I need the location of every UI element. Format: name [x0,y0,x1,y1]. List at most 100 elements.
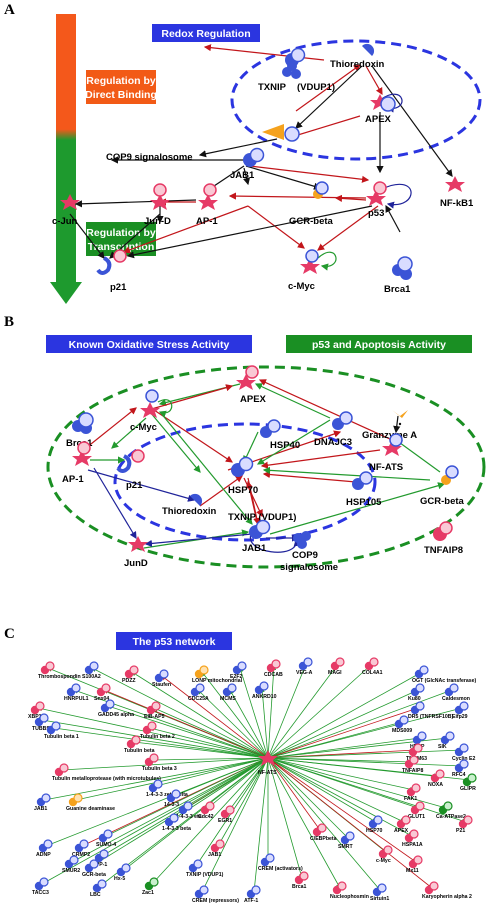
c-node: SMRT [338,831,355,850]
c-node-label: Zac1 [142,890,154,896]
c-edge-17 [267,689,453,759]
label-jab1: JAB1 [230,170,255,181]
c-node-label: XBP1 [28,714,42,720]
c-node: 1-4-3-3 zeta/delta [146,779,188,798]
c-node-ring [101,683,111,693]
c-node-label: LONP mitochondrial [192,678,243,684]
c-node-label: GLIPR [460,786,476,792]
c-node-label: GCR-beta [82,872,106,878]
c-node-label: VEG-A [296,670,313,676]
c-node-ring [415,701,425,711]
c-edge-4 [201,671,269,759]
c-edge-3 [161,675,269,759]
c-node-ring [377,883,387,893]
c-node-label: GADD45 alpha [98,712,134,718]
b-label-granzyme: Granzyme A [362,430,417,441]
c-node: OGT (GlcNAc transferase) [412,665,477,684]
c-node-ring [97,879,107,889]
apoptosis-ellipse [46,365,486,569]
c-node: 1-4-3-3 beta [162,813,191,832]
c-node-ring [317,823,327,833]
box-direct-line1: Regulation by [86,75,156,87]
c-node: Tubulin beta [124,735,155,754]
c-edge-23 [41,718,269,759]
c-node-ring [205,801,215,811]
c-node: TNFAIP8 [402,755,423,774]
b-node-hsp70: HSP70 [228,456,258,496]
c-node-label: Sirtuin1 [370,896,389,902]
b-node-nfats: NF-ATS [369,433,403,473]
c-node: 14-3-3 [164,789,181,808]
c-node: HNRPUL1 [64,683,89,702]
c-node: Nucleophosmin [330,881,369,900]
c-edge-6 [267,665,277,759]
c-node-ring [227,683,237,693]
c-edge-21 [267,706,419,759]
c-node: 1-4-3-3 eta [176,801,202,820]
oxidative-ellipse [113,422,377,542]
c-edge-46 [267,757,447,810]
c-node-ring [99,849,109,859]
c-edge-12 [103,689,269,759]
label-nfkb1: NF-kB1 [440,198,474,209]
c-node-ring [35,701,45,711]
c-node-label: COL4A1 [362,670,383,676]
c-node-label: TXNIP (VDUP1) [186,872,224,878]
c-node-ring [215,839,225,849]
b-node-apex: APEX [236,365,267,405]
c-node-ring [345,831,355,841]
c-node-label: ANKRD10 [252,694,277,700]
c-edge-2 [131,671,269,759]
b-label-p21: p21 [126,480,143,491]
node-apex-target [284,126,300,142]
c-edge-15 [259,687,269,759]
c-edge-5 [238,667,269,759]
c-node: CDC25A [188,683,209,702]
c-node-ring [131,735,141,745]
label-apex: APEX [365,114,392,125]
c-node: CREM (repressors) [192,885,239,904]
c-node-label: Snx04 [94,696,109,702]
c-node: GADD45 alpha [98,699,134,718]
b-node-cmyc: c-Myc [130,389,160,433]
b-label-hsp105: HSP105 [346,497,382,508]
box-apoptosis: p53 and Apoptosis Activity [286,335,472,353]
c-hub-nf-ats: NF-ATS [258,750,278,776]
c-node-ring [459,759,469,769]
c-node: HSP70 [366,815,383,834]
box-transcription-line2: Transcription [88,241,155,253]
c-node-label: RFC4 [452,772,466,778]
c-node: ANKRD10 [252,681,277,700]
c-node-label: Guanine deaminase [66,806,115,812]
c-node-ring [149,877,159,887]
c-node-ring [383,845,393,855]
c-node: JAB1 [208,839,225,858]
c-node-ring [237,661,247,671]
c-node: Sirtuin1 [370,883,389,902]
panel-b-edges [85,379,446,553]
b-label-apex: APEX [240,394,267,405]
box-transcription-line1: Regulation by [86,227,156,239]
c-node: XBP1 [28,701,45,720]
c-node-label: Karyopherin alpha 2 [422,894,472,900]
c-node-label: SMUR2 [62,868,80,874]
c-node-ring [411,783,421,793]
b-label-gcrbeta: GCR-beta [420,496,465,507]
c-edge-13 [197,689,269,759]
c-node-label: HSPA1A [402,842,423,848]
c-node: Cdc42 [198,801,215,820]
c-node: GCR-beta [82,859,106,878]
c-node-ring [71,683,81,693]
c-node-ring [39,713,49,723]
box-apoptosis-label: p53 and Apoptosis Activity [312,339,446,351]
c-edge-54 [105,757,269,837]
c-edge-9 [267,663,373,759]
c-node: S100A2 [82,661,101,680]
c-node: Eifp29 [452,701,469,720]
c-node: Zac1 [142,877,159,896]
c-node-ring [105,699,115,709]
c-node: TACC3 [32,877,49,896]
c-edge-55 [217,757,269,847]
